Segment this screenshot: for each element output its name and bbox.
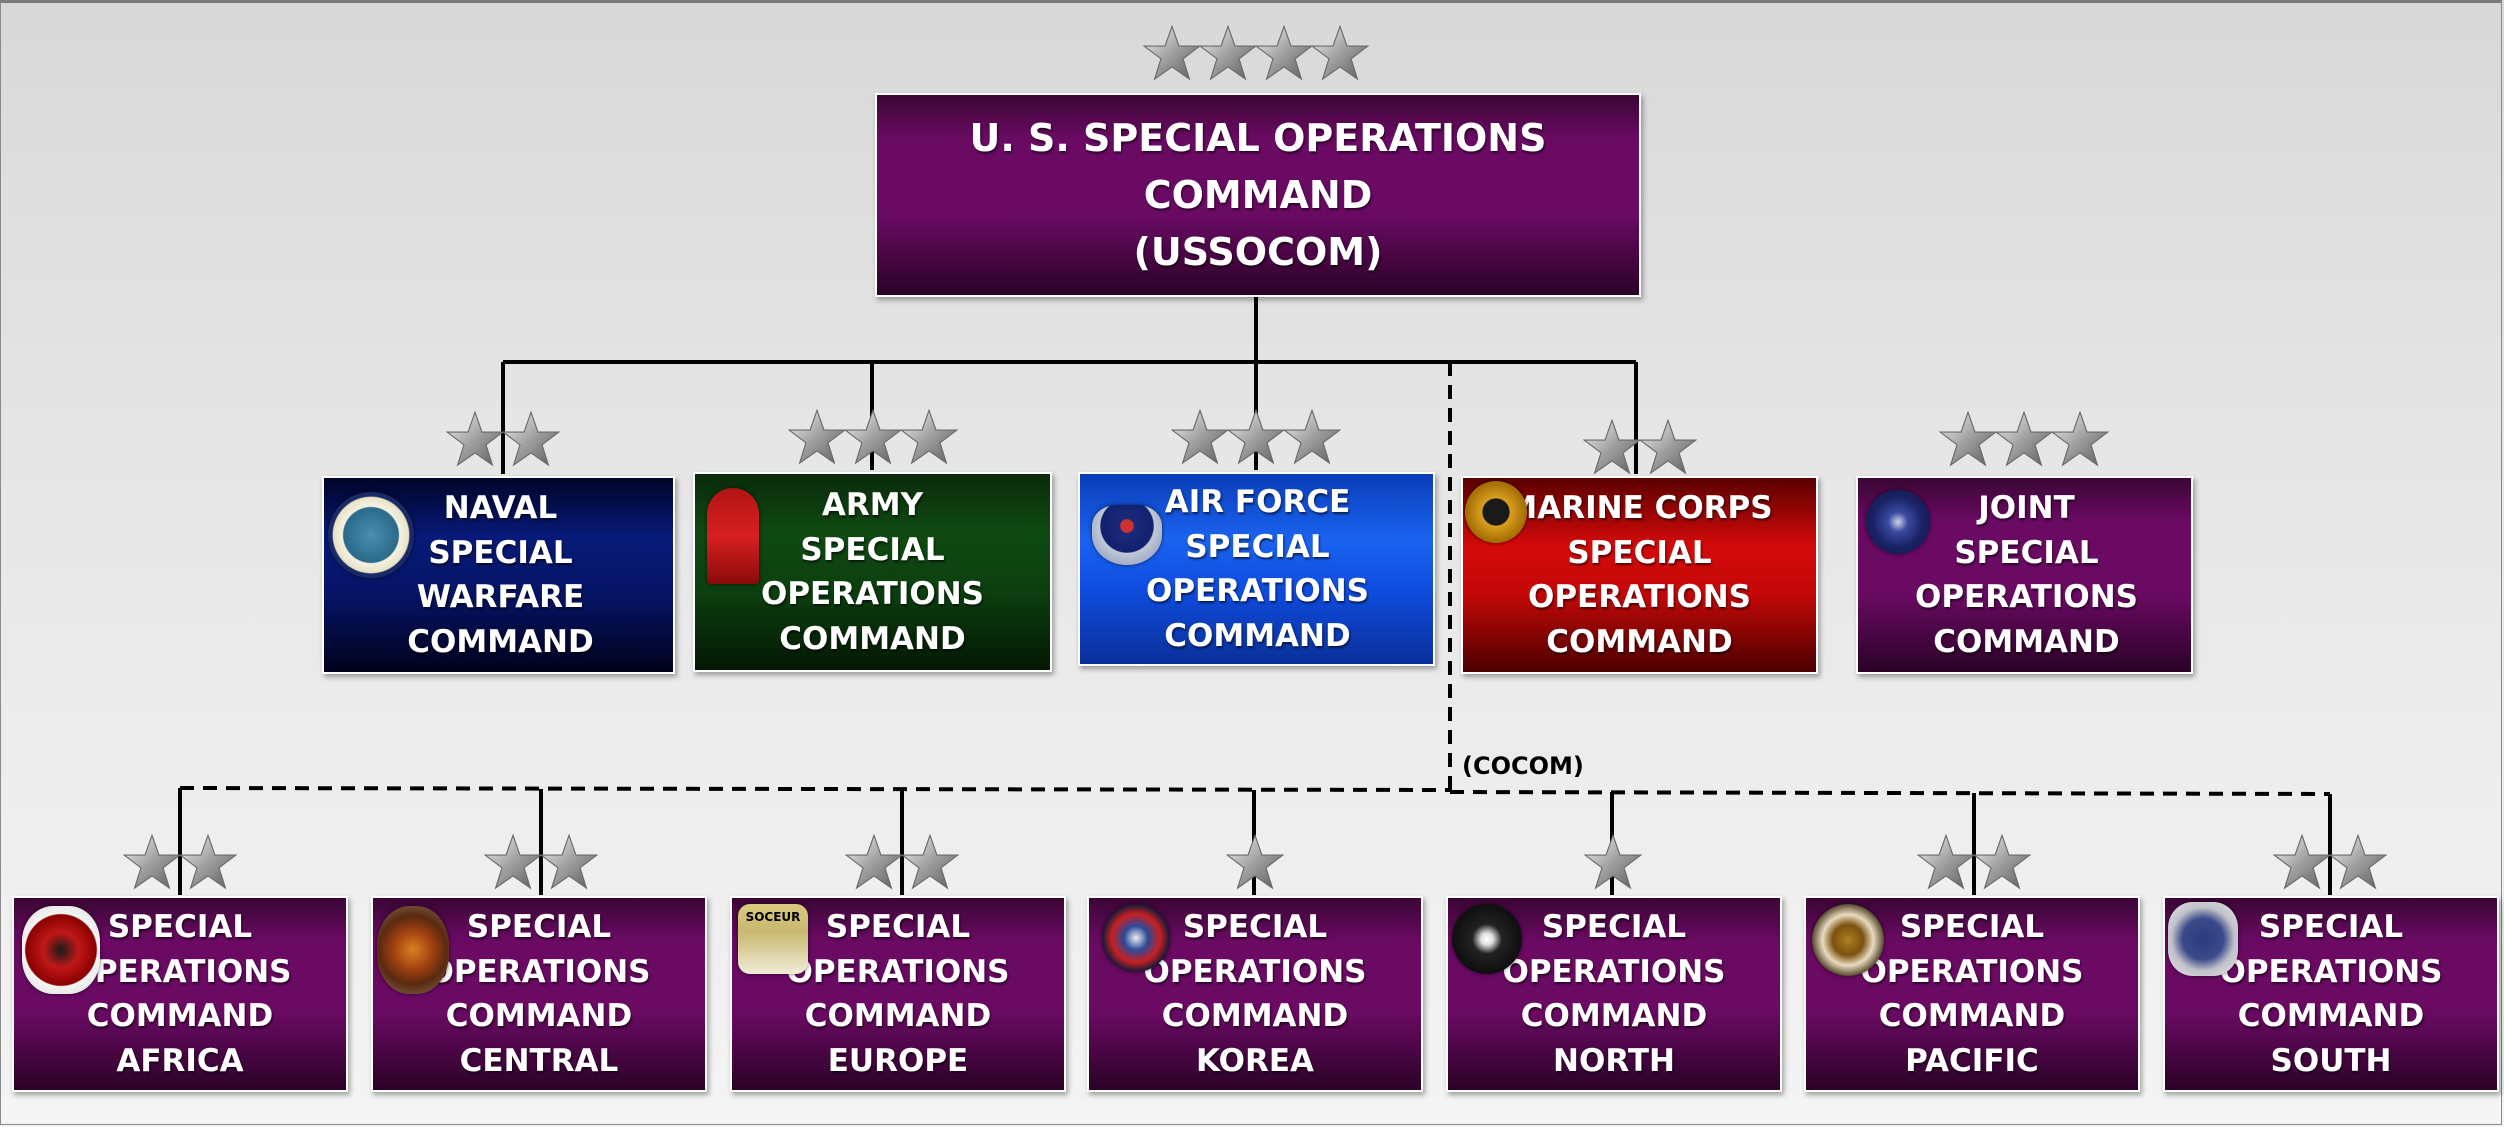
rank-star-icon [540,833,598,890]
rank-stars-joint [1936,410,2111,468]
rank-star-icon [1199,24,1257,81]
cocom-dashed-bus-left [179,786,1451,792]
air-force-emblem [1092,505,1162,565]
rank-stars-airforce [1168,408,1343,466]
rank-star-icon [1639,418,1697,475]
rank-star-icon [446,410,504,467]
jsoc-emblem [1866,490,1930,554]
cocom-dashed-bus-right [1449,790,2331,796]
soc-korea-box[interactable]: SPECIAL OPERATIONS COMMAND KOREA [1087,896,1423,1092]
rank-stars-top [1136,24,1376,82]
army-arrowhead-emblem [707,488,759,584]
rank-star-icon [1226,408,1285,465]
ussocom-box[interactable]: U. S. SPECIAL OPERATIONS COMMAND (USSOCO… [875,93,1641,297]
soceur-emblem-text: SOCEUR [745,910,801,924]
rank-star-icon [1170,408,1229,465]
soc-africa-box[interactable]: SPECIAL OPERATIONS COMMAND AFRICA [12,896,348,1092]
joint-label: JOINT SPECIAL OPERATIONS COMMAND [1914,490,2138,660]
socnorth-emblem [1452,904,1522,974]
rank-star-icon [901,833,959,890]
marine-label: MARINE CORPS SPECIAL OPERATIONS COMMAND [1506,490,1773,660]
rank-star-icon [1994,410,2053,467]
naval-label: NAVAL SPECIAL WARFARE COMMAND [407,490,594,660]
rank-star-icon [1255,24,1313,81]
rank-star-icon [843,408,902,465]
sockor-emblem [1102,904,1170,972]
rank-stars-pacific [1904,833,2044,891]
soc-africa-label: SPECIAL OPERATIONS COMMAND AFRICA [68,909,292,1079]
soc-korea-label: SPECIAL OPERATIONS COMMAND KOREA [1143,909,1367,1079]
rank-stars-marine [1570,418,1710,476]
rank-star-icon [502,410,560,467]
rank-star-icon [1311,24,1369,81]
rank-star-icon [1917,833,1975,890]
soccent-emblem [377,906,449,994]
rank-star-icon [899,408,958,465]
rank-star-icon [2273,833,2331,890]
socafrica-emblem [22,906,100,994]
soc-pacific-box[interactable]: SPECIAL OPERATIONS COMMAND PACIFIC [1804,896,2140,1092]
naval-special-warfare-emblem [328,492,414,578]
rank-stars-south [2260,833,2400,891]
marine-raider-emblem [1465,481,1527,543]
rank-star-icon [1583,418,1641,475]
rank-star-icon [1143,24,1201,81]
air-force-special-operations-command-box[interactable]: AIR FORCE SPECIAL OPERATIONS COMMAND [1078,472,1435,666]
rank-star-icon [1226,833,1284,890]
soc-europe-box[interactable]: SPECIAL OPERATIONS COMMAND EUROPE [730,896,1066,1092]
rank-star-icon [179,833,237,890]
army-label: ARMY SPECIAL OPERATIONS COMMAND [760,487,984,657]
rank-star-icon [1584,833,1642,890]
rank-star-icon [1938,410,1997,467]
cocom-label: (COCOM) [1462,752,1584,780]
soc-europe-label: SPECIAL OPERATIONS COMMAND EUROPE [786,909,1010,1079]
rank-star-icon [2050,410,2109,467]
rank-stars-europe [832,833,972,891]
rank-stars-army [785,408,960,466]
rank-stars-naval [433,410,573,468]
soc-south-label: SPECIAL OPERATIONS COMMAND SOUTH [2219,909,2443,1079]
rank-stars-north [1582,833,1644,891]
ussocom-label: U. S. SPECIAL OPERATIONS COMMAND (USSOCO… [969,115,1547,274]
soc-central-label: SPECIAL OPERATIONS COMMAND CENTRAL [427,909,651,1079]
soc-pacific-label: SPECIAL OPERATIONS COMMAND PACIFIC [1860,909,2084,1079]
rank-star-icon [123,833,181,890]
soceur-emblem: SOCEUR [738,904,808,974]
rank-star-icon [1973,833,2031,890]
rank-star-icon [845,833,903,890]
socpac-emblem [1812,904,1884,976]
rank-star-icon [2329,833,2387,890]
rank-star-icon [787,408,846,465]
soc-north-label: SPECIAL OPERATIONS COMMAND NORTH [1502,909,1726,1079]
rank-stars-central [471,833,611,891]
airforce-label: AIR FORCE SPECIAL OPERATIONS COMMAND [1145,484,1369,654]
rank-star-icon [1282,408,1341,465]
rank-star-icon [484,833,542,890]
naval-special-warfare-command-box[interactable]: NAVAL SPECIAL WARFARE COMMAND [322,476,675,674]
socsouth-emblem [2168,902,2238,976]
rank-stars-korea [1224,833,1286,891]
rank-stars-africa [110,833,250,891]
